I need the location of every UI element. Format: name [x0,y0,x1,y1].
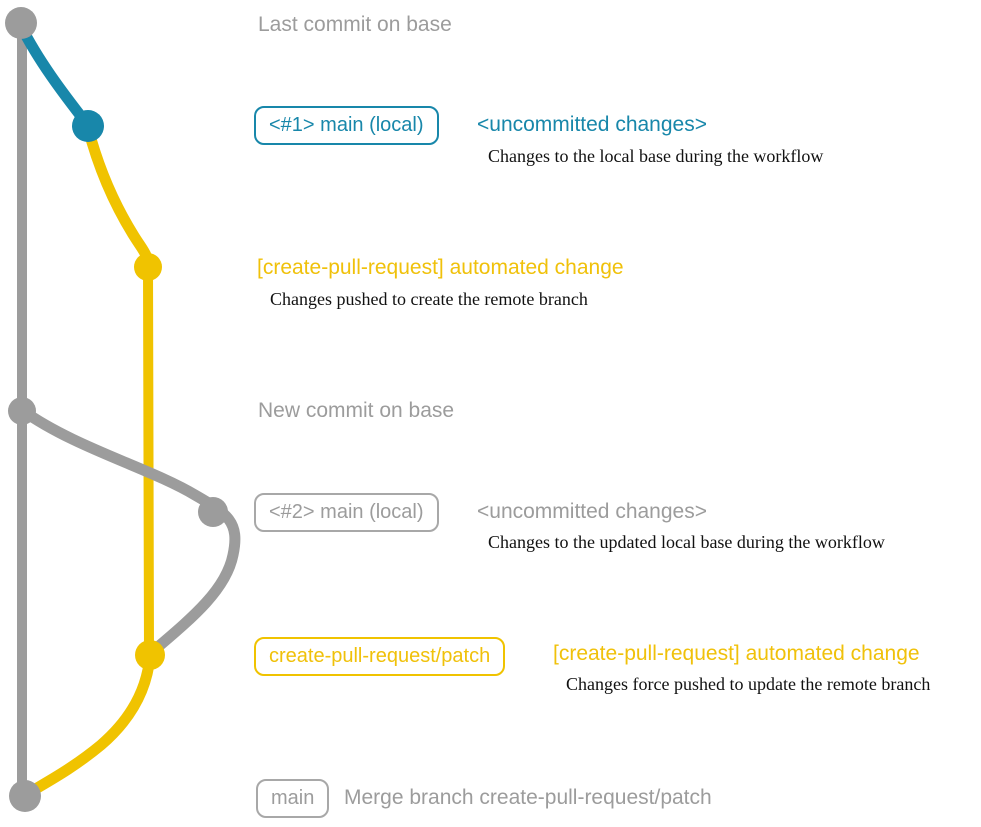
branch-badge-main-local-1: <#1> main (local) [254,106,439,145]
commit-label-merge: Merge branch create-pull-request/patch [344,786,712,809]
label-last-commit-on-base: Last commit on base [258,13,452,36]
commit-desc-automated-change-2: Changes force pushed to update the remot… [566,674,931,694]
main-local-branch-line [15,20,93,130]
branch-badge-main: main [256,779,330,818]
branch-badge-main-local-2: <#2> main (local) [254,493,439,532]
commit-dot-patch-1 [134,253,162,281]
commit-dot-main-local-1 [72,110,104,142]
commit-dot-new-base [8,397,36,425]
label-new-commit-on-base: New commit on base [258,399,455,422]
commit-dot-merge [9,780,41,812]
patch-merge-curve [21,650,156,800]
commit-desc-uncommitted-2: Changes to the updated local base during… [488,532,885,552]
commit-desc-uncommitted-1: Changes to the local base during the wor… [488,146,824,166]
git-graph [5,7,241,812]
commit-dot-last-base [5,7,37,39]
commit-label-uncommitted-1: <uncommitted changes> [477,113,707,136]
commit-label-automated-change-1: [create-pull-request] automated change [257,256,624,279]
commit-dot-patch-2 [135,640,165,670]
commit-label-automated-change-2: [create-pull-request] automated change [553,642,920,665]
commit-desc-automated-change-1: Changes pushed to create the remote bran… [270,289,588,309]
patch-branch-upper-curve [82,122,154,274]
patch-branch-trunk-line [143,262,154,660]
base-to-main2-to-patch-curve [16,404,241,658]
commit-dot-main-local-2 [198,497,228,527]
commit-label-uncommitted-2: <uncommitted changes> [477,500,707,523]
branch-badge-create-pull-request-patch: create-pull-request/patch [254,637,506,676]
